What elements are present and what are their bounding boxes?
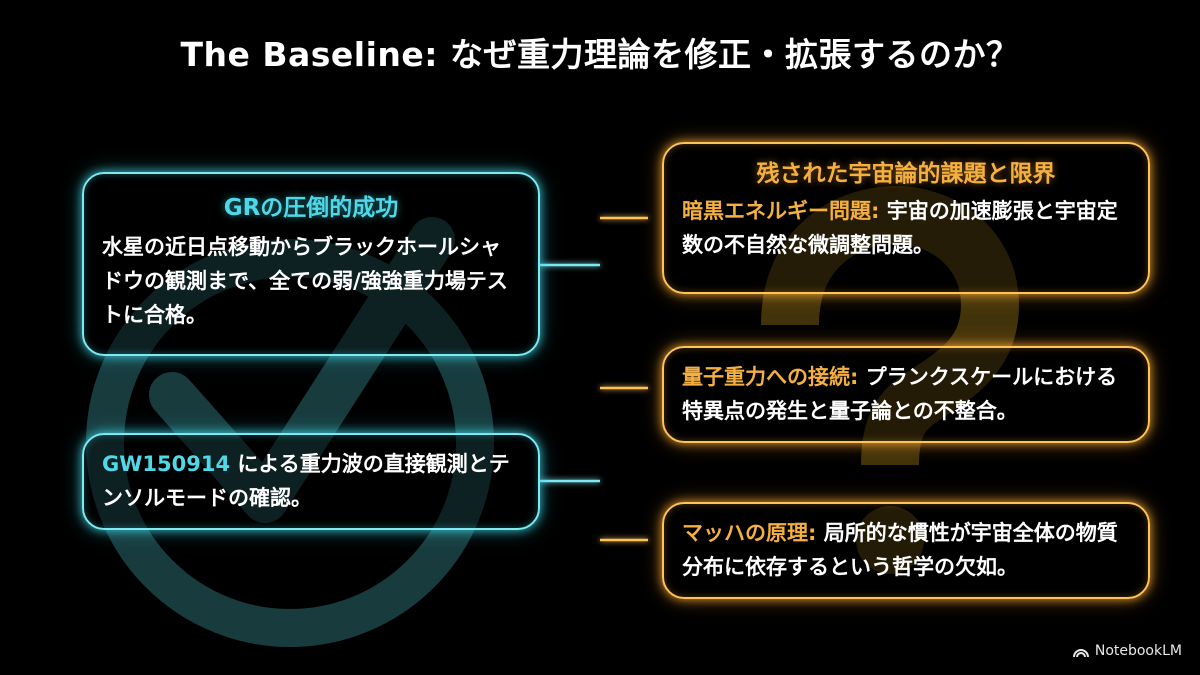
brand-label: NotebookLM — [1094, 643, 1182, 659]
cosmology-challenges-box: 残された宇宙論的課題と限界 暗黒エネルギー問題: 宇宙の加速膨張と宇宙定数の不自… — [662, 142, 1150, 294]
gr-success-box: GRの圧倒的成功 水星の近日点移動からブラックホールシャドウの観測まで、全ての弱… — [82, 172, 540, 356]
mach-principle-box: マッハの原理: 局所的な慣性が宇宙全体の物質分布に依存するという哲学の欠如。 — [662, 502, 1150, 599]
gw-description: による重力波の直接観測とテンソルモードの確認。 — [102, 452, 510, 510]
gravitational-wave-text: GW150914 による重力波の直接観測とテンソルモードの確認。 — [102, 447, 520, 515]
challenge-item: 暗黒エネルギー問題: 宇宙の加速膨張と宇宙定数の不自然な微調整問題。 — [682, 194, 1130, 262]
challenge-item: 量子重力への接続: プランクスケールにおける特異点の発生と量子論との不整合。 — [682, 360, 1130, 428]
gr-success-heading: GRの圧倒的成功 — [223, 195, 399, 221]
challenge-item-text: 宇宙の加速膨張と宇宙定数の不自然な微調整問題。 — [682, 199, 1118, 257]
checkmark-circle-icon — [86, 217, 494, 647]
question-mark-icon — [761, 185, 1020, 574]
notebooklm-logo-icon — [1072, 649, 1089, 658]
notebooklm-brand: NotebookLM — [1072, 643, 1182, 659]
challenge-item: マッハの原理: 局所的な慣性が宇宙全体の物質分布に依存するという哲学の欠如。 — [682, 516, 1130, 584]
page-title: The Baseline: なぜ重力理論を修正・拡張するのか？ — [180, 35, 1020, 74]
challenge-item-label: マッハの原理: — [682, 521, 817, 545]
gr-success-text: 水星の近日点移動からブラックホールシャドウの観測まで、全ての弱/強強重力場テスト… — [102, 235, 508, 327]
challenge-item-text: 局所的な慣性が宇宙全体の物質分布に依存するという哲学の欠如。 — [682, 521, 1118, 579]
gw-event-label: GW150914 — [102, 452, 231, 476]
gravitational-wave-box: GW150914 による重力波の直接観測とテンソルモードの確認。 — [82, 433, 540, 530]
quantum-gravity-box: 量子重力への接続: プランクスケールにおける特異点の発生と量子論との不整合。 — [662, 346, 1150, 443]
challenge-item-text: プランクスケールにおける特異点の発生と量子論との不整合。 — [682, 365, 1118, 423]
challenge-item-label: 量子重力への接続: — [682, 365, 859, 389]
challenge-item-label: 暗黒エネルギー問題: — [682, 199, 880, 223]
challenges-heading: 残された宇宙論的課題と限界 — [756, 161, 1056, 187]
